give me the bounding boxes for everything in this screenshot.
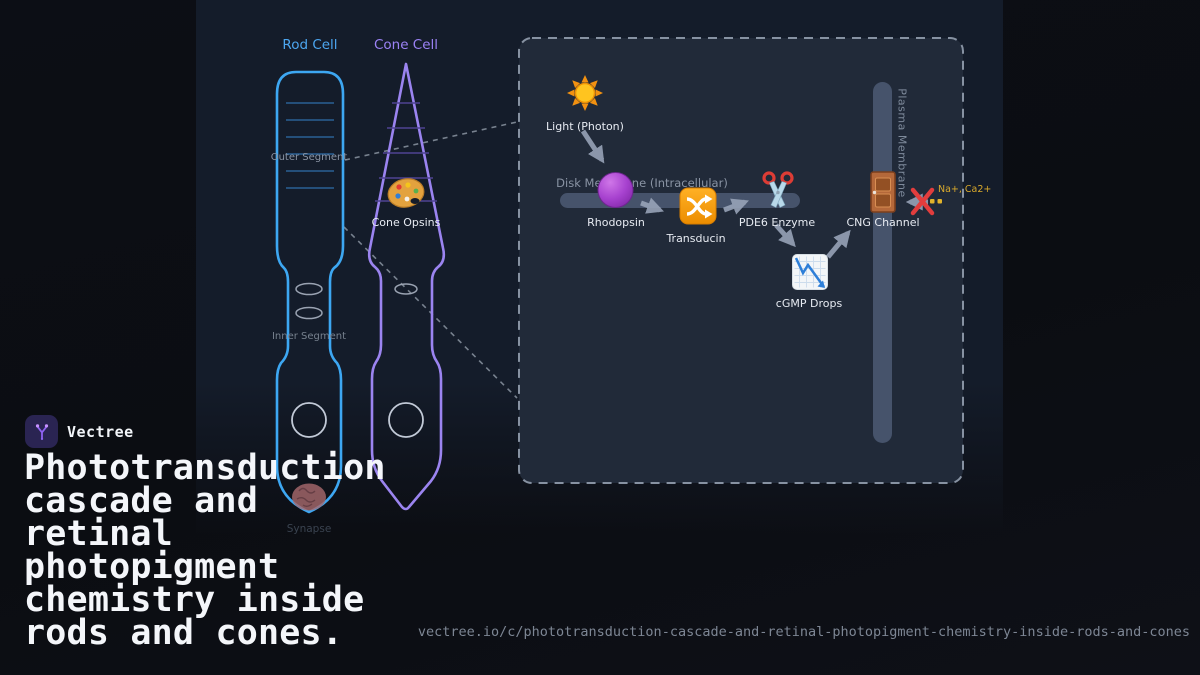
zoom-callout-box — [518, 37, 964, 484]
synapse-label: Synapse — [286, 523, 332, 535]
rod-mitochondria — [295, 282, 323, 320]
cone-mitochondrion — [394, 283, 418, 295]
plasma-membrane-bar — [873, 82, 892, 443]
callout-line-bottom — [343, 226, 518, 399]
chart-decreasing-icon — [792, 254, 828, 290]
cascade-arrows — [580, 129, 928, 259]
brand-logo — [25, 415, 58, 448]
brand-name: Vectree — [67, 423, 134, 441]
arrow-pde6-cgmp — [774, 223, 796, 248]
disk-membrane-label: Disk Membrane (Intracellular) — [556, 176, 728, 190]
cone-cell-shape — [367, 62, 446, 511]
callout-line-top — [344, 121, 518, 161]
cone-cell-label: Cone Cell — [373, 37, 439, 53]
rod-disk-lines — [286, 102, 334, 189]
cone-nucleus — [388, 402, 424, 438]
arrow-light-to-rhodopsin — [580, 129, 605, 164]
door-icon — [870, 171, 896, 213]
rhodopsin-sphere-icon — [597, 172, 634, 208]
blocked-cross-icon — [910, 187, 935, 216]
page-title: Phototransduction cascade and retinal ph… — [24, 448, 386, 653]
rhodopsin-label: Rhodopsin — [587, 216, 645, 229]
cone-opsins-label: Cone Opsins — [371, 216, 441, 229]
outer-segment-label: Outer Segment — [270, 152, 348, 163]
plasma-membrane-label: Plasma Membrane — [895, 88, 909, 198]
page-url: vectree.io/c/phototransduction-cascade-a… — [417, 624, 1190, 640]
cone-disk-lines — [375, 102, 437, 202]
brain-icon — [292, 483, 326, 511]
ions-label: Na+, Ca2+ — [938, 184, 992, 195]
vector-tree-icon — [35, 423, 48, 440]
transducin-label: Transducin — [666, 232, 726, 245]
palette-icon — [387, 178, 425, 208]
sun-icon — [567, 75, 603, 111]
shuffle-icon — [679, 187, 717, 225]
ion-dots — [930, 199, 942, 204]
rod-cell-label: Rod Cell — [282, 37, 338, 53]
arrow-cgmp-cng — [826, 229, 851, 259]
rod-cell-shape — [275, 70, 345, 514]
rod-nucleus — [291, 402, 327, 438]
pde6-label: PDE6 Enzyme — [738, 216, 816, 229]
cng-label: CNG Channel — [846, 216, 920, 229]
scissors-icon — [762, 171, 794, 208]
inner-segment-label: Inner Segment — [271, 331, 347, 342]
cgmp-label: cGMP Drops — [775, 297, 843, 310]
light-photon-label: Light (Photon) — [546, 120, 624, 133]
arrow-transducin-pde6 — [723, 198, 749, 215]
arrow-rhodopsin-transducin — [640, 197, 664, 214]
